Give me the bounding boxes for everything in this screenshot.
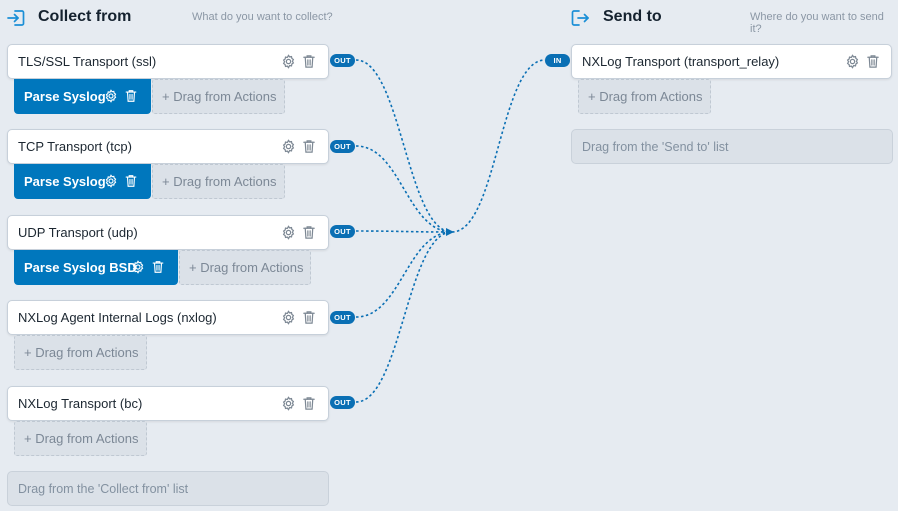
login-arrow-icon	[7, 10, 25, 26]
action-parse-syslog-tcp[interactable]: Parse Syslog	[14, 164, 151, 199]
trash-icon[interactable]	[151, 260, 165, 274]
send-to-hint: Where do you want to send it?	[750, 11, 884, 35]
source-card-tcp[interactable]: TCP Transport (tcp)	[7, 129, 329, 164]
action-label: Parse Syslog	[24, 89, 106, 104]
trash-icon[interactable]	[302, 310, 316, 325]
connection-line-tcp	[355, 145, 453, 233]
destination-label: NXLog Transport (transport_relay)	[582, 54, 780, 69]
gear-icon[interactable]	[131, 260, 145, 274]
out-port-tcp[interactable]: OUT	[330, 140, 355, 153]
out-port-ssl[interactable]: OUT	[330, 54, 355, 67]
actions-dropzone-ssl[interactable]: + Drag from Actions	[152, 79, 285, 114]
source-label: NXLog Transport (bc)	[18, 396, 143, 411]
gear-icon[interactable]	[104, 89, 118, 103]
source-card-ssl[interactable]: TLS/SSL Transport (ssl)	[7, 44, 329, 79]
dropzone-label: + Drag from Actions	[162, 174, 277, 189]
action-parse-syslog-ssl[interactable]: Parse Syslog	[14, 79, 151, 114]
source-card-bc[interactable]: NXLog Transport (bc)	[7, 386, 329, 421]
out-port-bc[interactable]: OUT	[330, 396, 355, 409]
source-label: NXLog Agent Internal Logs (nxlog)	[18, 310, 217, 325]
gear-icon[interactable]	[281, 310, 296, 325]
actions-dropzone-transport-relay[interactable]: + Drag from Actions	[578, 79, 711, 114]
dropzone-label: Drag from the 'Collect from' list	[18, 482, 189, 496]
dropzone-label: + Drag from Actions	[189, 260, 304, 275]
collect-from-title: Collect from	[38, 8, 132, 25]
dropzone-label: + Drag from Actions	[162, 89, 277, 104]
gear-icon[interactable]	[281, 54, 296, 69]
actions-dropzone-nxlog[interactable]: + Drag from Actions	[14, 335, 147, 370]
trash-icon[interactable]	[302, 54, 316, 69]
trash-icon[interactable]	[302, 225, 316, 240]
connection-line-bc	[355, 231, 453, 403]
in-port-transport-relay[interactable]: IN	[545, 54, 570, 67]
gear-icon[interactable]	[104, 174, 118, 188]
source-card-nxlog[interactable]: NXLog Agent Internal Logs (nxlog)	[7, 300, 329, 335]
out-port-udp[interactable]: OUT	[330, 225, 355, 238]
trash-icon[interactable]	[124, 89, 138, 103]
gear-icon[interactable]	[845, 54, 860, 69]
trash-icon[interactable]	[124, 174, 138, 188]
dropzone-label: Drag from the 'Send to' list	[582, 140, 729, 154]
dropzone-label: + Drag from Actions	[588, 89, 703, 104]
actions-dropzone-udp[interactable]: + Drag from Actions	[179, 250, 311, 285]
logout-arrow-icon	[571, 10, 589, 26]
trash-icon[interactable]	[302, 396, 316, 411]
connection-line-transport-relay	[451, 59, 546, 233]
actions-dropzone-bc[interactable]: + Drag from Actions	[14, 421, 147, 456]
source-label: UDP Transport (udp)	[18, 225, 138, 240]
send-to-title: Send to	[603, 8, 662, 25]
collect-from-dropzone[interactable]: Drag from the 'Collect from' list	[7, 471, 329, 506]
action-label: Parse Syslog BSD	[24, 260, 137, 275]
connection-line-udp	[355, 230, 453, 233]
trash-icon[interactable]	[302, 139, 316, 154]
trash-icon[interactable]	[866, 54, 880, 69]
collect-from-hint: What do you want to collect?	[192, 11, 333, 23]
connection-line-nxlog	[355, 231, 453, 318]
connection-line-ssl	[355, 59, 453, 233]
destination-card-transport-relay[interactable]: NXLog Transport (transport_relay)	[571, 44, 892, 79]
send-to-dropzone[interactable]: Drag from the 'Send to' list	[571, 129, 893, 164]
gear-icon[interactable]	[281, 396, 296, 411]
dropzone-label: + Drag from Actions	[24, 345, 139, 360]
gear-icon[interactable]	[281, 225, 296, 240]
gear-icon[interactable]	[281, 139, 296, 154]
action-label: Parse Syslog	[24, 174, 106, 189]
dropzone-label: + Drag from Actions	[24, 431, 139, 446]
source-label: TLS/SSL Transport (ssl)	[18, 54, 157, 69]
actions-dropzone-tcp[interactable]: + Drag from Actions	[152, 164, 285, 199]
action-parse-syslog-bsd-udp[interactable]: Parse Syslog BSD	[14, 250, 178, 285]
merge-arrow-icon	[446, 228, 454, 236]
out-port-nxlog[interactable]: OUT	[330, 311, 355, 324]
source-label: TCP Transport (tcp)	[18, 139, 132, 154]
source-card-udp[interactable]: UDP Transport (udp)	[7, 215, 329, 250]
